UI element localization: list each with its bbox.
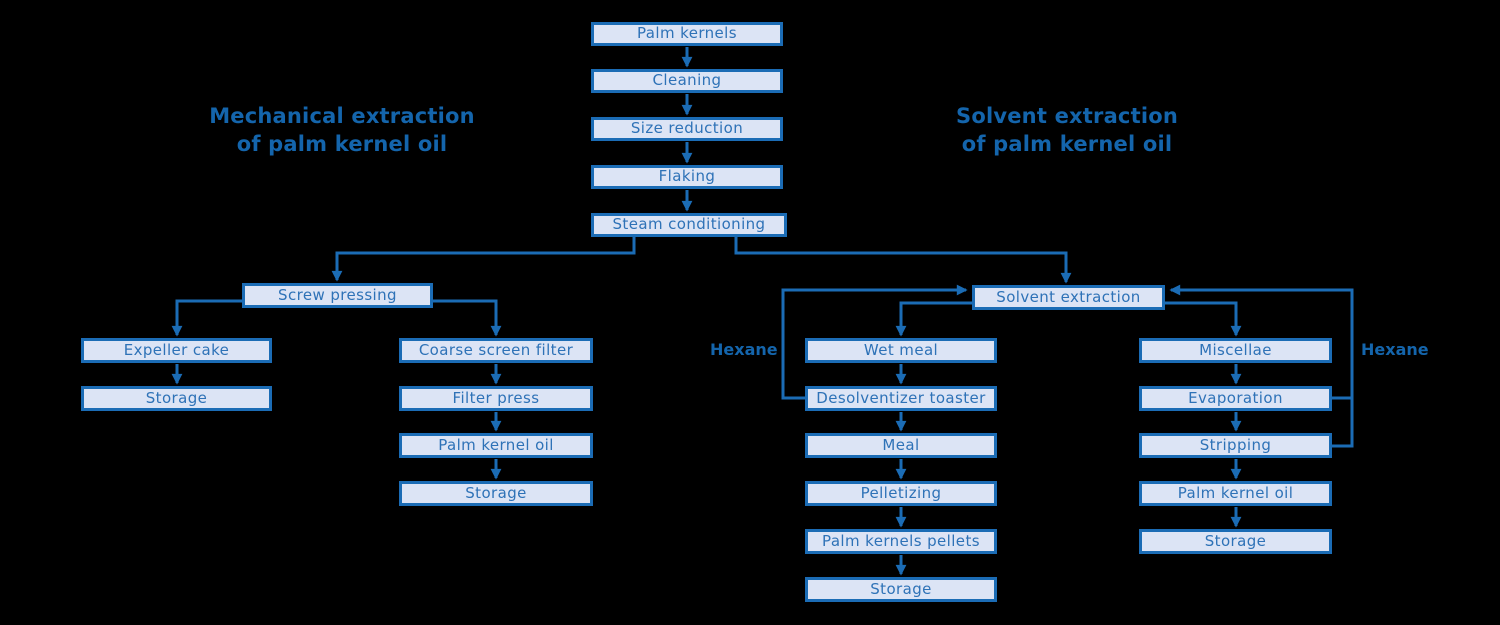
- flow-node-label-wet-meal: Wet meal: [863, 340, 939, 359]
- flow-node-label-screw-pressing: Screw pressing: [278, 285, 397, 304]
- flow-node-coarse-screen-filter: Coarse screen filter: [399, 338, 593, 363]
- flow-node-label-expeller-cake: Expeller cake: [123, 340, 230, 359]
- edge-steam-to-solvent-extraction: [734, 237, 1072, 284]
- flow-node-size-reduction: Size reduction: [591, 117, 783, 141]
- flow-node-filter-press: Filter press: [399, 386, 593, 411]
- flow-node-storage-solvent-right: Storage: [1139, 529, 1332, 554]
- flow-node-desolventizer-toaster: Desolventizer toaster: [805, 386, 997, 411]
- flow-node-palm-kernels-pellets: Palm kernels pellets: [805, 529, 997, 554]
- edge-hexane-left-recycle: [781, 284, 968, 400]
- edge-hexane-right-recycle: [1169, 284, 1354, 448]
- hexane-label-left: Hexane: [710, 340, 778, 359]
- heading-solvent-extraction: Solvent extraction of palm kernel oil: [907, 102, 1227, 158]
- flow-node-label-palm-kernel-oil-mech: Palm kernel oil: [438, 435, 554, 454]
- heading-line: Solvent extraction: [956, 104, 1178, 128]
- flow-node-label-size-reduction: Size reduction: [630, 119, 744, 137]
- flow-node-meal: Meal: [805, 433, 997, 458]
- flow-node-wet-meal: Wet meal: [805, 338, 997, 363]
- flow-node-evaporation: Evaporation: [1139, 386, 1332, 411]
- flow-node-label-solvent-extraction: Solvent extraction: [996, 287, 1141, 306]
- flow-node-palm-kernels: Palm kernels: [591, 22, 783, 46]
- edge-screw-to-coarse-filter: [433, 299, 502, 337]
- flow-node-expeller-cake: Expeller cake: [81, 338, 272, 363]
- flow-node-storage-mech-left: Storage: [81, 386, 272, 411]
- flow-node-label-desolventizer-toaster: Desolventizer toaster: [816, 388, 986, 407]
- flow-node-palm-kernel-oil-mech: Palm kernel oil: [399, 433, 593, 458]
- flow-node-label-palm-kernel-oil-solvent: Palm kernel oil: [1177, 483, 1294, 502]
- flow-node-label-filter-press: Filter press: [452, 388, 540, 407]
- flow-node-screw-pressing: Screw pressing: [242, 283, 433, 308]
- flow-node-cleaning: Cleaning: [591, 69, 783, 93]
- heading-line: of palm kernel oil: [961, 132, 1173, 156]
- edge-screw-to-expeller-cake: [171, 299, 242, 337]
- flow-node-label-miscellae: Miscellae: [1199, 340, 1272, 359]
- flow-node-label-stripping: Stripping: [1199, 435, 1272, 454]
- edge-steam-to-screw-pressing: [331, 237, 636, 282]
- flow-node-label-storage-mech-right: Storage: [465, 483, 527, 502]
- flow-node-label-steam-conditioning: Steam conditioning: [612, 215, 766, 233]
- flow-node-pelletizing: Pelletizing: [805, 481, 997, 506]
- flow-node-label-meal: Meal: [882, 435, 920, 454]
- flow-node-palm-kernel-oil-solvent: Palm kernel oil: [1139, 481, 1332, 506]
- heading-line: of palm kernel oil: [236, 132, 448, 156]
- flow-node-steam-conditioning: Steam conditioning: [591, 213, 787, 237]
- flow-node-miscellae: Miscellae: [1139, 338, 1332, 363]
- flow-node-stripping: Stripping: [1139, 433, 1332, 458]
- edge-solvent-to-miscellae: [1165, 301, 1242, 337]
- flow-node-label-storage-mech-left: Storage: [145, 388, 208, 407]
- flow-node-label-evaporation: Evaporation: [1188, 388, 1283, 407]
- flow-node-label-coarse-screen-filter: Coarse screen filter: [418, 340, 574, 359]
- flow-node-label-storage-solvent-right: Storage: [1204, 531, 1267, 550]
- flow-node-label-storage-solvent-left: Storage: [870, 579, 932, 598]
- flow-node-storage-solvent-left: Storage: [805, 577, 997, 602]
- flow-node-storage-mech-right: Storage: [399, 481, 593, 506]
- flow-node-label-cleaning: Cleaning: [652, 71, 722, 89]
- flow-node-solvent-extraction: Solvent extraction: [972, 285, 1165, 310]
- hexane-label-right: Hexane: [1361, 340, 1429, 359]
- edge-solvent-to-wet-meal: [895, 301, 972, 337]
- heading-line: Mechanical extraction: [209, 104, 475, 128]
- heading-mechanical-extraction: Mechanical extraction of palm kernel oil: [182, 102, 502, 158]
- flow-node-label-palm-kernels-pellets: Palm kernels pellets: [822, 531, 980, 550]
- flow-node-label-flaking: Flaking: [658, 167, 716, 185]
- flow-node-label-pelletizing: Pelletizing: [860, 483, 942, 502]
- flow-node-flaking: Flaking: [591, 165, 783, 189]
- flow-node-label-palm-kernels: Palm kernels: [637, 24, 737, 42]
